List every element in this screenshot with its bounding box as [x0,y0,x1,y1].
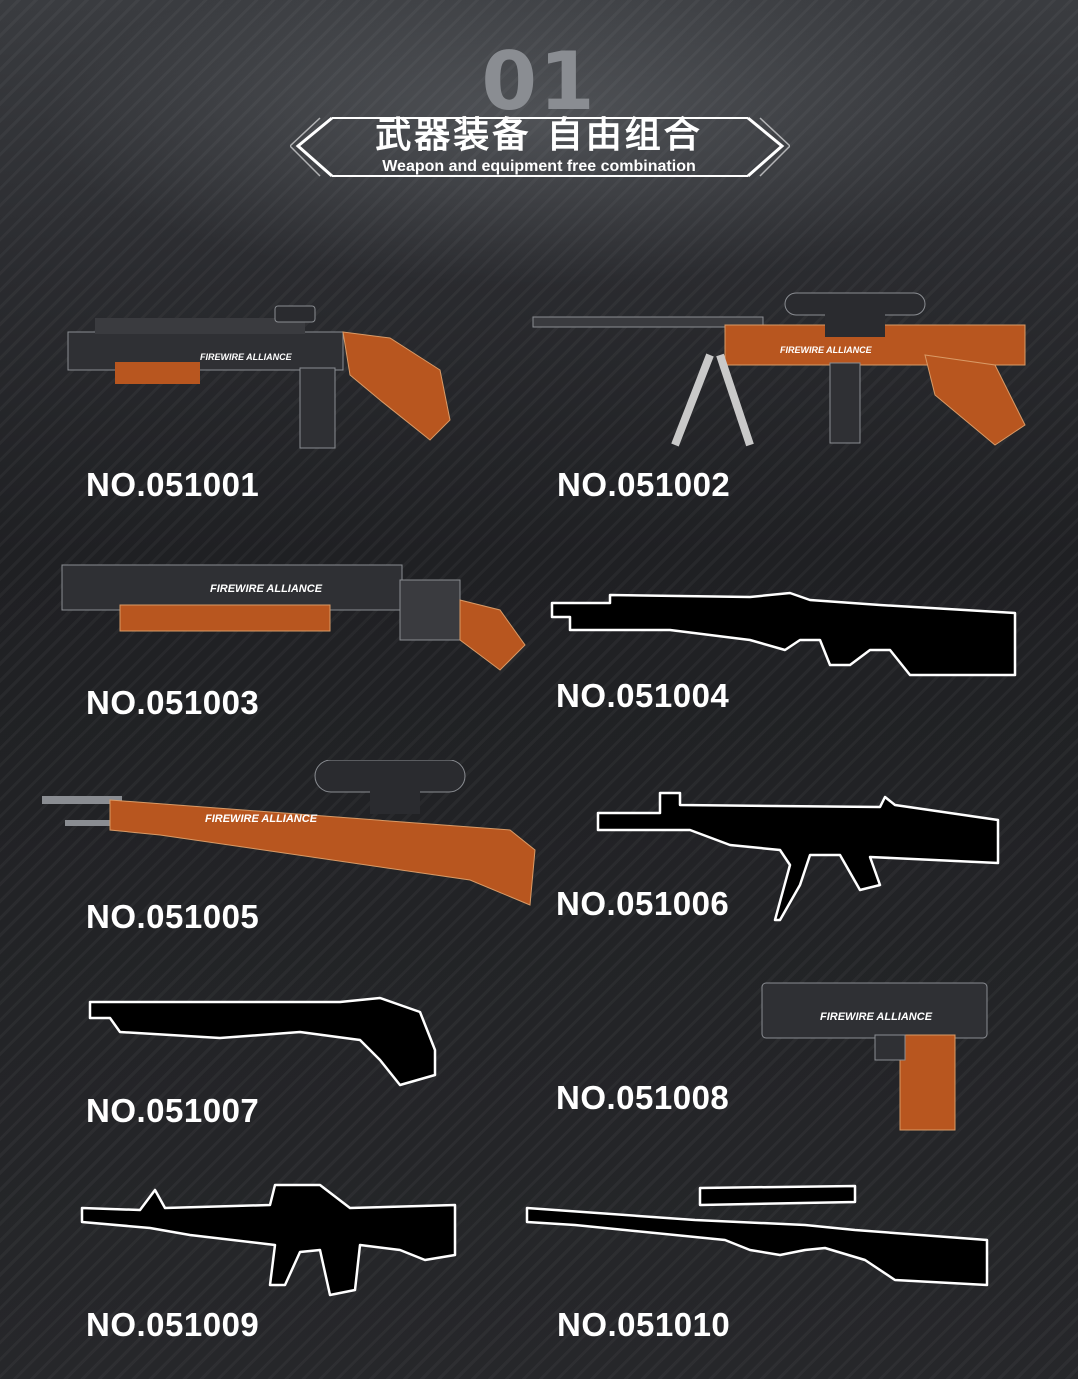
rifle-silhouette-image [550,591,1017,677]
brand-text: FIREWIRE ALLIANCE [205,813,318,825]
product-051007[interactable]: NO.051007 [80,990,480,1140]
brand-text: FIREWIRE ALLIANCE [820,1011,933,1023]
product-code: NO.051010 [557,1306,731,1343]
sniper-rifle-model-image: FIREWIRE ALLIANCE [532,292,1026,447]
carbine-silhouette-image [80,1183,457,1297]
title-chinese: 武器装备 自由组合 [375,115,703,156]
section-number: 01 [481,35,597,128]
brand-text: FIREWIRE ALLIANCE [210,583,323,595]
bolt-rifle-model-image: FIREWIRE ALLIANCE [42,760,536,906]
product-code: NO.051001 [86,466,260,503]
product-051001[interactable]: FIREWIRE ALLIANCE NO.051001 [60,290,480,510]
product-code: NO.051006 [556,885,730,922]
pump-shotgun-model-image: FIREWIRE ALLIANCE [61,564,526,671]
product-code: NO.051005 [86,898,260,935]
title-english: Weapon and equipment free combination [382,158,696,175]
product-051002[interactable]: FIREWIRE ALLIANCE NO.051002 [525,285,1045,510]
product-051008[interactable]: FIREWIRE ALLIANCE NO.051008 [550,975,1000,1145]
product-051005[interactable]: FIREWIRE ALLIANCE NO.051005 [40,760,550,940]
product-051006[interactable]: NO.051006 [550,785,1020,925]
product-code: NO.051009 [86,1306,260,1343]
product-051003[interactable]: FIREWIRE ALLIANCE NO.051003 [60,550,540,730]
product-code: NO.051003 [86,684,260,721]
shotgun-silhouette-image [88,996,437,1087]
product-code: NO.051007 [86,1092,260,1129]
scoped-rifle-silhouette-image [525,1184,989,1287]
smg-silhouette-image [596,791,1000,922]
product-code: NO.051008 [556,1079,730,1116]
shotgun-model-image: FIREWIRE ALLIANCE [67,305,451,449]
background-fog [0,0,1078,300]
header: 01 武器装备 自由组合 Weapon and equipment free c… [0,0,1078,200]
brand-text: FIREWIRE ALLIANCE [780,345,873,355]
title-banner-frame [290,116,790,178]
product-051009[interactable]: NO.051009 [80,1180,480,1360]
product-051010[interactable]: NO.051010 [525,1180,995,1360]
brand-text: FIREWIRE ALLIANCE [200,352,293,362]
product-code: NO.051004 [556,677,730,714]
pistol-model-image: FIREWIRE ALLIANCE [761,982,988,1131]
product-051004[interactable]: NO.051004 [550,585,1030,725]
product-code: NO.051002 [557,466,731,503]
